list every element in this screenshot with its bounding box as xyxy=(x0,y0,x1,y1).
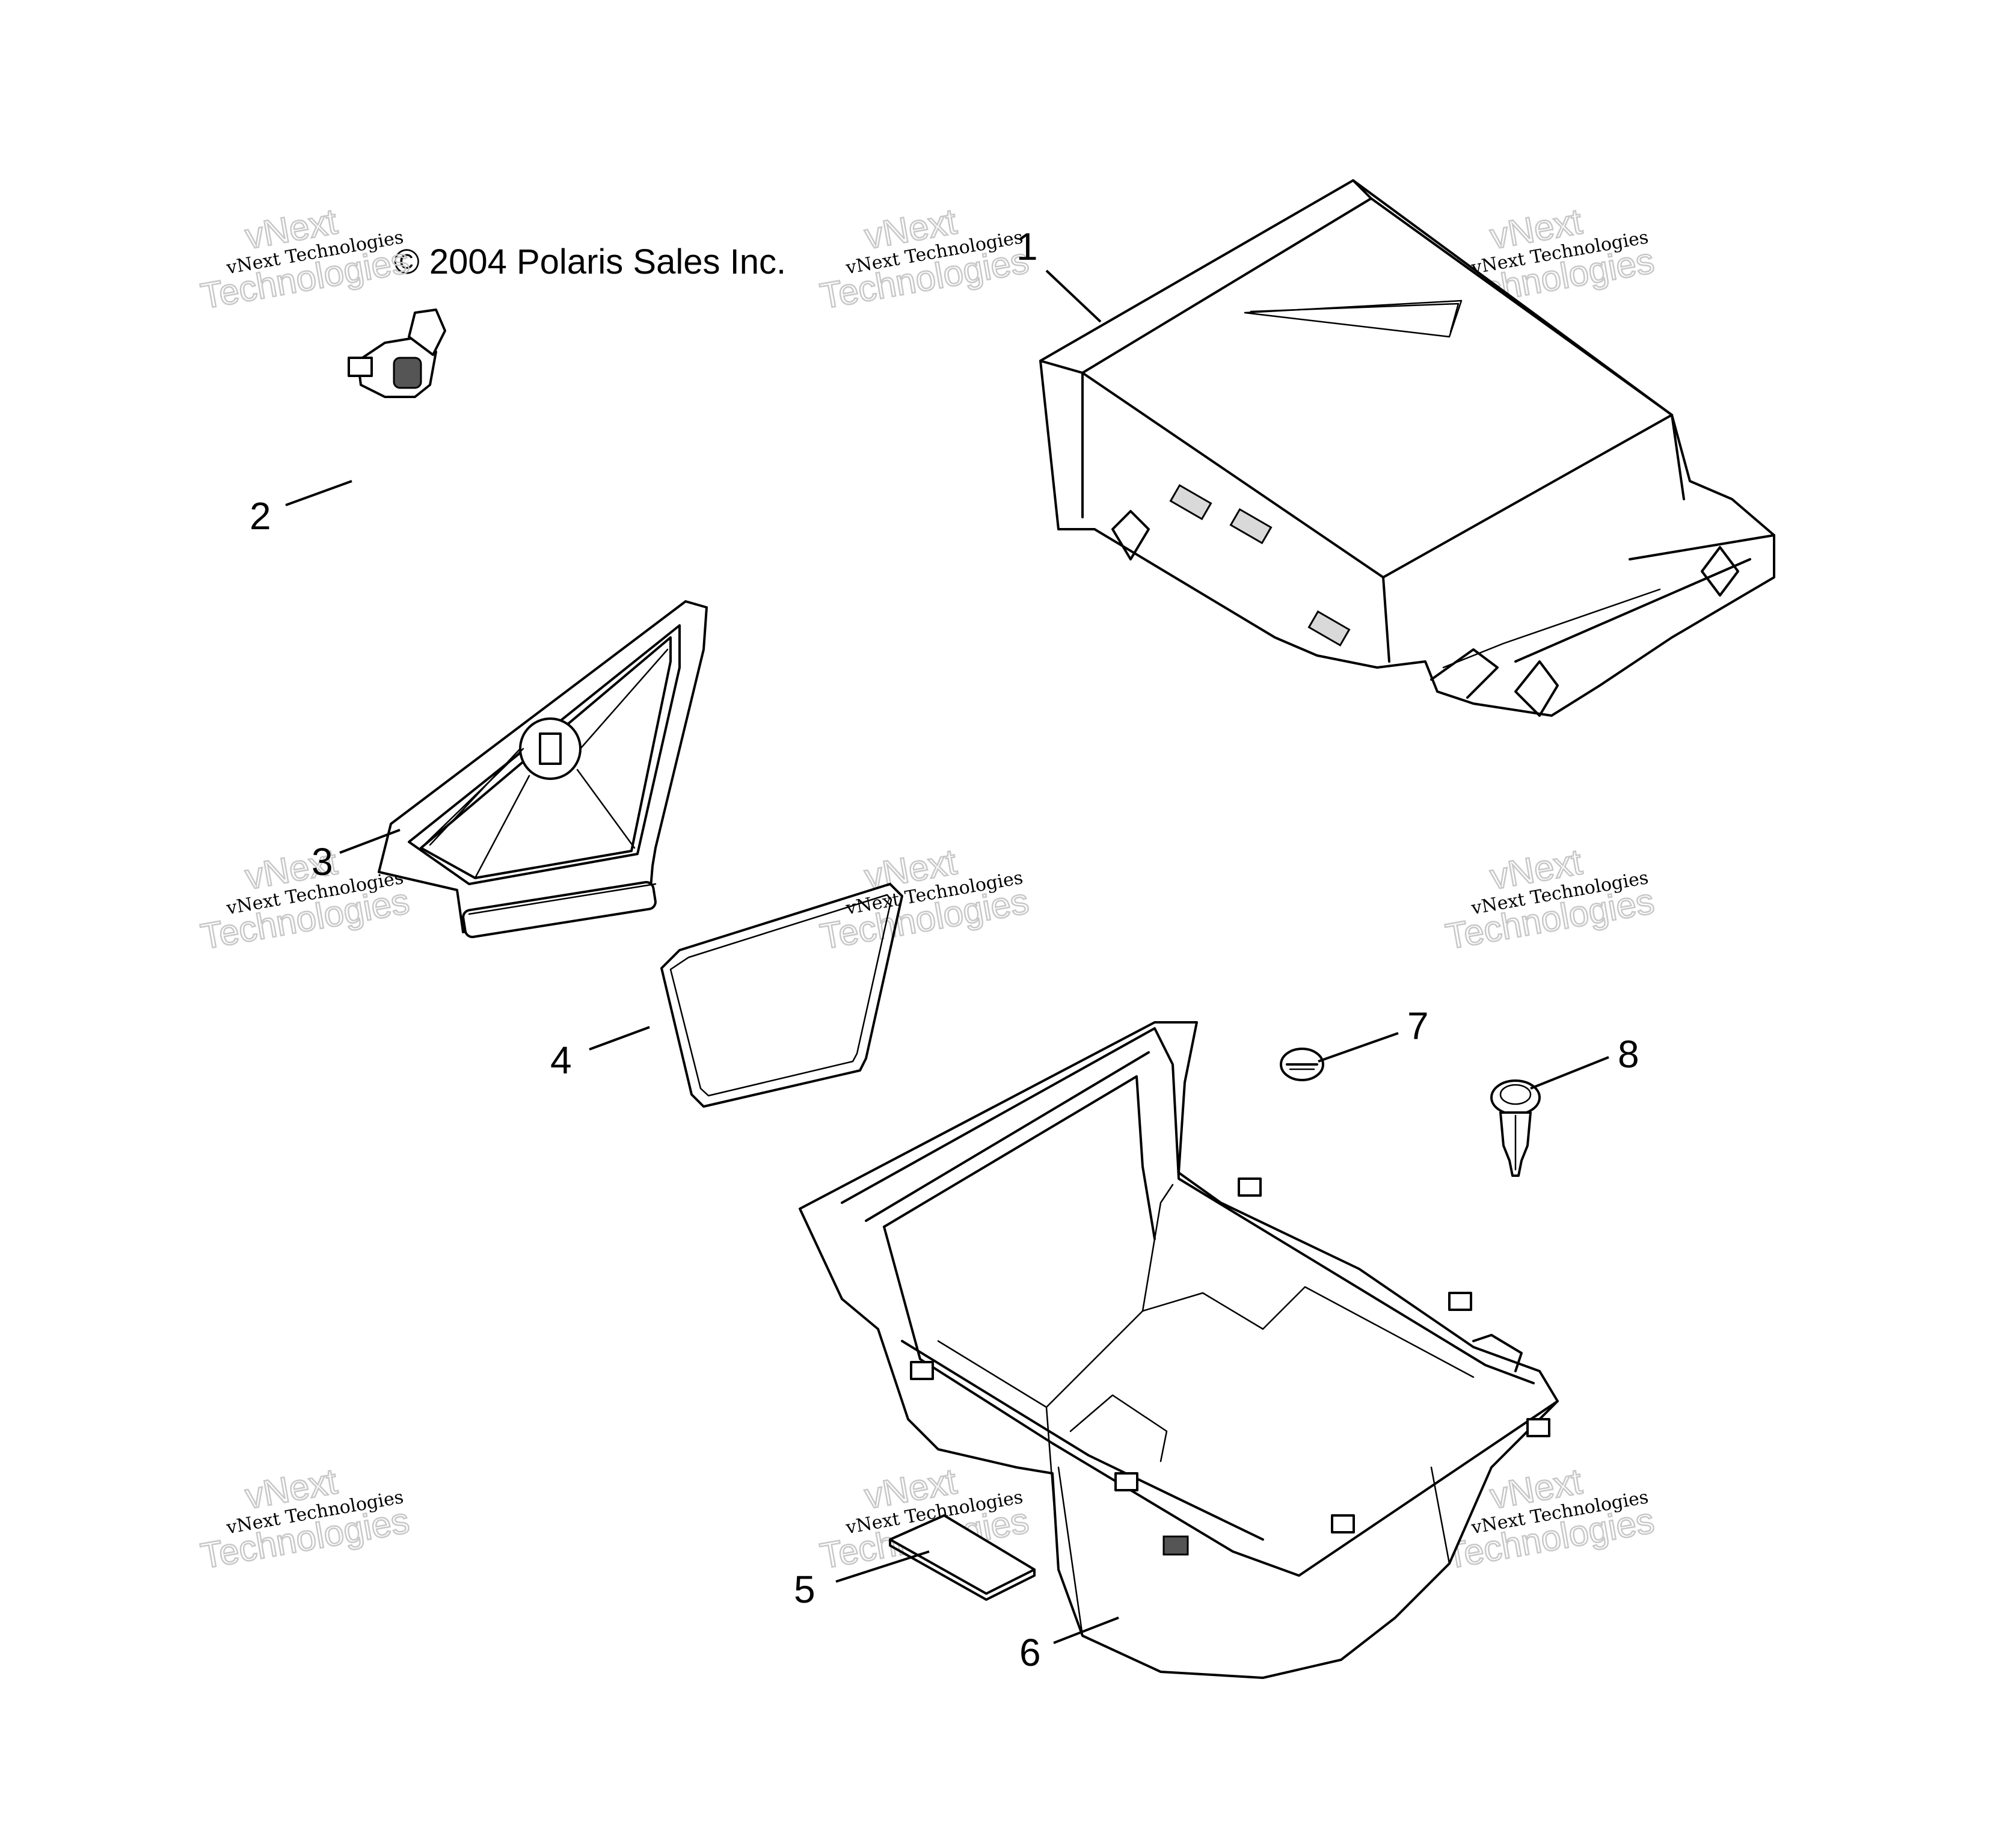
part-6-bin xyxy=(799,1021,1559,1679)
callout-5: 5 xyxy=(794,1568,815,1611)
callout-8: 8 xyxy=(1618,1033,1639,1076)
part-8-push-rivet xyxy=(1490,1079,1541,1177)
callout-7: 7 xyxy=(1407,1004,1429,1048)
watermark: vNext vNext Technologies Technologies xyxy=(197,1460,413,1577)
leader-3 xyxy=(339,829,401,854)
callout-3: 3 xyxy=(312,840,333,883)
leader-2 xyxy=(285,480,352,506)
watermark: vNext vNext Technologies Technologies xyxy=(197,841,413,958)
part-4-seal xyxy=(660,883,903,1108)
watermark: vNext vNext Technologies Technologies xyxy=(197,200,413,318)
callout-6: 6 xyxy=(1019,1631,1041,1674)
callout-4: 4 xyxy=(550,1039,572,1082)
watermark: vNext vNext Technologies Technologies xyxy=(817,200,1033,318)
part-1-lid xyxy=(1039,179,1775,717)
part-3-frame xyxy=(378,600,708,939)
part-7-cap xyxy=(1280,1048,1324,1081)
leader-8 xyxy=(1530,1056,1609,1090)
leader-4 xyxy=(589,1026,650,1051)
leader-1 xyxy=(1045,269,1102,323)
part-2-latch xyxy=(348,309,446,398)
part-5-pad xyxy=(889,1514,1036,1601)
leader-lines xyxy=(285,269,1609,1644)
watermark: vNext vNext Technologies Technologies xyxy=(1442,841,1658,958)
copyright-text: © 2004 Polaris Sales Inc. xyxy=(394,242,786,281)
leader-7 xyxy=(1318,1032,1399,1063)
leader-5 xyxy=(835,1550,930,1583)
watermark: vNext vNext Technologies Technologies xyxy=(817,841,1033,958)
callout-1: 1 xyxy=(1016,225,1038,268)
leader-6 xyxy=(1053,1616,1119,1644)
callout-2: 2 xyxy=(250,494,271,538)
